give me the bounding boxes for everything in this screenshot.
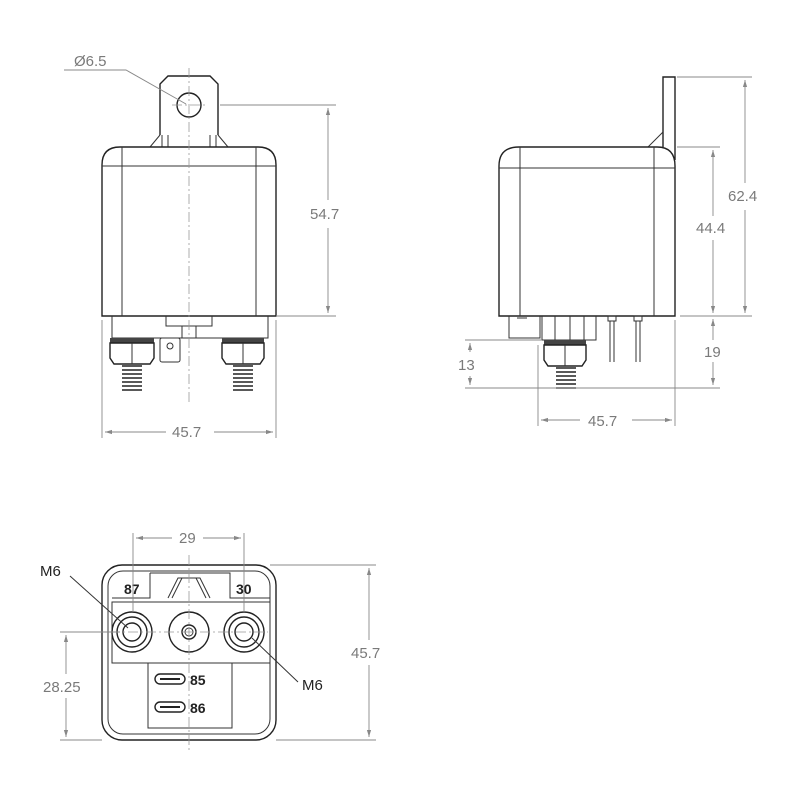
left-stud-thread-label: M6	[40, 563, 61, 580]
terminal-label-85: 85	[190, 672, 206, 688]
terminal-height-label: 19	[704, 344, 721, 361]
stud-height-label: 13	[458, 357, 475, 374]
bottom-height-label: 45.7	[351, 645, 380, 662]
front-width-label: 45.7	[172, 424, 201, 441]
side-width-label: 45.7	[588, 413, 617, 430]
terminal-slot-86	[154, 701, 186, 713]
right-stud	[221, 338, 265, 391]
bottom-view: 87 30 85 86 29 45.7 28.25 M6 M6	[40, 530, 380, 750]
terminal-label-86: 86	[190, 700, 206, 716]
front-view: Ø6.5 54.7 45.7	[64, 53, 339, 441]
hole-diameter-label: Ø6.5	[74, 53, 107, 70]
side-body	[498, 146, 676, 317]
front-height-label: 54.7	[310, 206, 339, 223]
relay-body	[101, 146, 277, 317]
terminal-slot-85	[154, 673, 186, 685]
right-stud-thread-label: M6	[302, 677, 323, 694]
stud-offset-label: 28.25	[43, 679, 81, 696]
side-view: 62.4 44.4 19 13 45.7	[458, 76, 757, 430]
overall-height-label: 62.4	[728, 188, 757, 205]
stud-spacing-label: 29	[179, 530, 196, 547]
body-height-label: 44.4	[696, 220, 725, 237]
left-stud	[109, 338, 155, 391]
terminal-label-87: 87	[124, 581, 140, 597]
